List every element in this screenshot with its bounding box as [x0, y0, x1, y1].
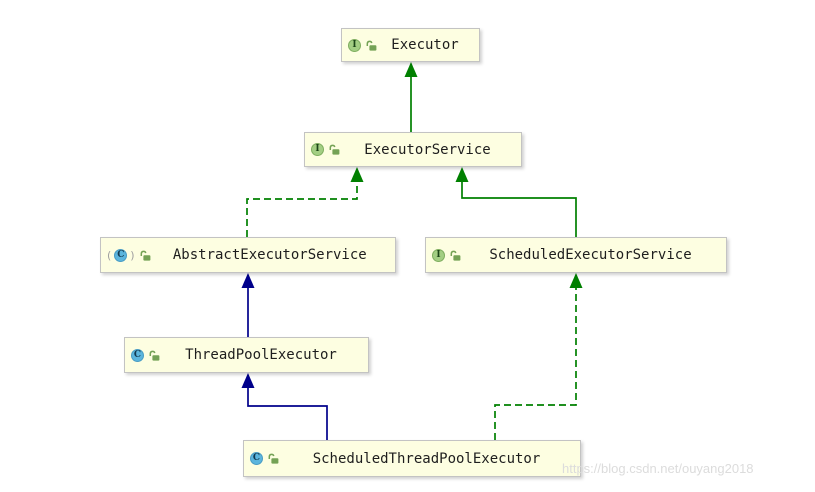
arrowhead-scheduledexecutorservice-extends-executorservice	[455, 167, 469, 182]
open-lock-icon	[450, 250, 461, 261]
node-icons: (C)	[107, 248, 151, 262]
edge-scheduledthreadpoolexecutor-implements-scheduledexecutorservice	[494, 288, 577, 440]
interface-icon: I	[348, 38, 361, 52]
interface-icon: I	[311, 143, 324, 156]
edge-scheduledexecutorservice-extends-executorservice	[461, 182, 577, 237]
node-abstract-executor-service[interactable]: (C) AbstractExecutorService	[100, 237, 396, 273]
abstract-paren: (	[107, 248, 112, 262]
node-executor[interactable]: I Executor	[341, 28, 480, 62]
node-label: AbstractExecutorService	[172, 247, 367, 263]
node-icons: I	[432, 248, 461, 262]
class-icon: C	[131, 348, 144, 362]
node-icons: I	[311, 143, 340, 156]
node-label: ThreadPoolExecutor	[185, 347, 337, 363]
edge-scheduledthreadpoolexecutor-extends-threadpoolexecutor	[247, 388, 328, 440]
node-scheduled-thread-pool-executor[interactable]: C ScheduledThreadPoolExecutor	[243, 440, 581, 477]
open-lock-icon	[268, 453, 279, 464]
node-label: ExecutorService	[364, 141, 491, 158]
arrowhead-threadpoolexecutor-extends-abstractexecutorservice	[241, 273, 255, 288]
arrowhead-abstractexecutorservice-implements-executorservice	[350, 167, 364, 182]
node-thread-pool-executor[interactable]: C ThreadPoolExecutor	[124, 337, 369, 373]
node-label: Executor	[391, 37, 459, 53]
node-executor-service[interactable]: I ExecutorService	[304, 132, 522, 167]
node-label: ScheduledThreadPoolExecutor	[312, 450, 541, 467]
node-label: ScheduledExecutorService	[489, 247, 692, 263]
arrowhead-executorservice-extends-executor	[404, 62, 418, 77]
arrowhead-scheduledthreadpoolexecutor-extends-threadpoolexecutor	[241, 373, 255, 388]
abstract-paren: )	[130, 248, 135, 262]
open-lock-icon	[329, 144, 340, 155]
arrowhead-scheduledthreadpoolexecutor-implements-scheduledexecutorservice	[569, 273, 583, 288]
node-icons: I	[348, 38, 377, 52]
node-icons: C	[131, 348, 160, 362]
node-icons: C	[250, 452, 279, 465]
open-lock-icon	[140, 250, 151, 261]
open-lock-icon	[366, 40, 377, 51]
watermark: https://blog.csdn.net/ouyang2018	[562, 461, 754, 476]
edge-abstractexecutorservice-implements-executorservice	[246, 182, 358, 237]
open-lock-icon	[149, 350, 160, 361]
class-icon: C	[250, 452, 263, 465]
node-scheduled-executor-service[interactable]: I ScheduledExecutorService	[425, 237, 727, 273]
interface-icon: I	[432, 248, 445, 262]
abstract-class-icon: C	[114, 248, 128, 262]
